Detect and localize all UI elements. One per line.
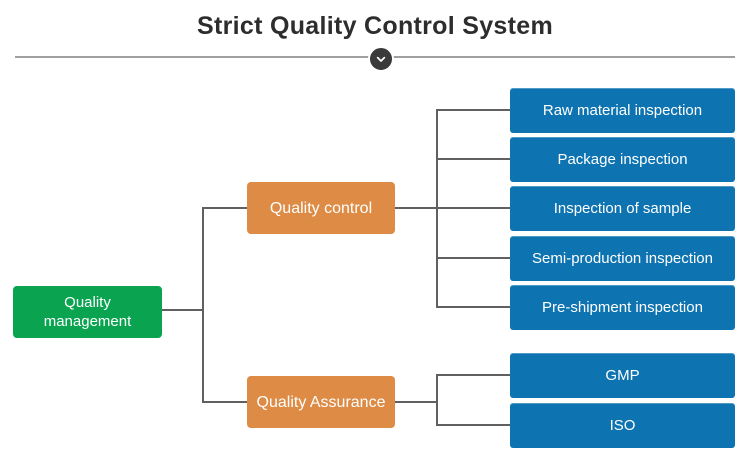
connector-line bbox=[436, 257, 510, 259]
page-title: Strict Quality Control System bbox=[197, 12, 553, 40]
connector-line bbox=[436, 109, 510, 111]
connector-line bbox=[202, 207, 247, 209]
node-pre-shipment-inspection: Pre-shipment inspection bbox=[510, 285, 735, 330]
connector-line bbox=[202, 207, 204, 403]
node-raw-material-inspection: Raw material inspection bbox=[510, 88, 735, 133]
node-label: Semi-production inspection bbox=[532, 250, 713, 267]
node-label: ISO bbox=[609, 417, 636, 434]
node-label: Raw material inspection bbox=[542, 102, 703, 119]
node-label: Inspection of sample bbox=[553, 200, 692, 217]
connector-line bbox=[436, 306, 510, 308]
connector-line bbox=[162, 309, 203, 311]
node-gmp: GMP bbox=[510, 353, 735, 398]
node-quality-control: Quality control bbox=[247, 182, 395, 234]
node-label: Quality control bbox=[269, 199, 373, 217]
connector-line bbox=[395, 207, 438, 209]
node-inspection-of-sample: Inspection of sample bbox=[510, 186, 735, 231]
node-label: Pre-shipment inspection bbox=[542, 299, 703, 316]
connector-line bbox=[436, 374, 438, 426]
connector-line bbox=[436, 207, 510, 209]
connector-line bbox=[436, 374, 510, 376]
node-label: GMP bbox=[605, 367, 640, 384]
connector-line bbox=[436, 158, 510, 160]
node-label: Package inspection bbox=[557, 151, 688, 168]
node-quality-assurance: Quality Assurance bbox=[247, 376, 395, 428]
node-package-inspection: Package inspection bbox=[510, 137, 735, 182]
connector-line bbox=[395, 401, 438, 403]
node-label: Quality management bbox=[43, 294, 132, 330]
connector-line bbox=[202, 401, 247, 403]
node-semi-production-inspection: Semi-production inspection bbox=[510, 236, 735, 281]
chevron-down-icon bbox=[368, 46, 394, 72]
node-quality-management: Quality management bbox=[13, 286, 162, 338]
node-label: Quality Assurance bbox=[256, 393, 386, 411]
node-iso: ISO bbox=[510, 403, 735, 448]
connector-line bbox=[436, 424, 510, 426]
